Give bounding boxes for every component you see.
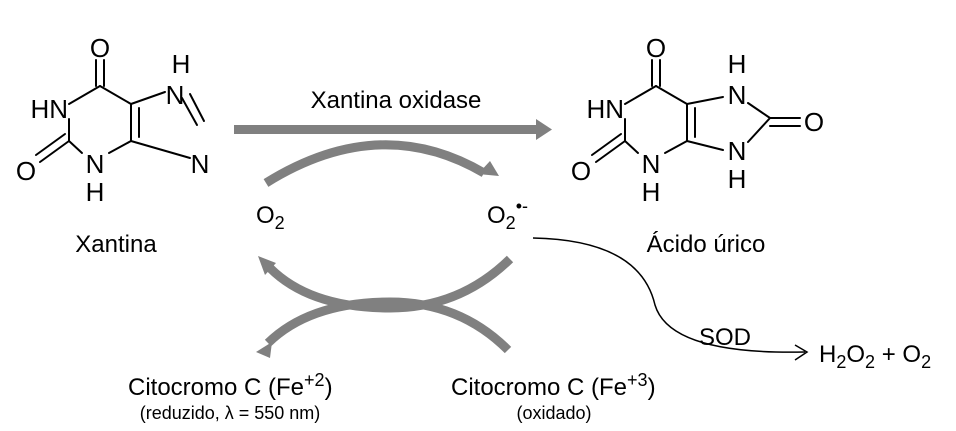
atom-label: N xyxy=(166,80,185,110)
uric-acid-structure: O HN O N H H N O N H xyxy=(571,33,824,207)
atom-label: N xyxy=(728,80,747,110)
atom-label: O xyxy=(804,107,824,137)
superoxide-formation-arc xyxy=(263,140,487,187)
bond xyxy=(686,96,724,105)
bond xyxy=(664,140,688,154)
bond xyxy=(39,140,70,163)
atom-label: O xyxy=(16,156,36,186)
bond xyxy=(655,85,688,105)
atom-label: H xyxy=(172,49,191,79)
xanthine-structure: O HN O N H H N N xyxy=(16,33,210,207)
xanthine-label: Xantina xyxy=(75,231,157,258)
cytochrome-oxidized-note: (oxidado) xyxy=(516,403,591,423)
atom-label: H xyxy=(728,49,747,79)
cytochrome-reduced-note: (reduzido, λ = 550 nm) xyxy=(140,403,321,423)
bond xyxy=(747,117,771,143)
atom-label: N xyxy=(86,149,105,179)
atom-label: N xyxy=(191,149,210,179)
atom-label: N xyxy=(728,136,747,166)
atom-label: HN xyxy=(30,94,68,124)
cytochrome-reduced-label: Citocromo C (Fe+2) xyxy=(128,370,333,401)
bond xyxy=(130,140,191,159)
cytochrome-reduction-arc xyxy=(266,255,514,313)
bond xyxy=(130,91,166,105)
sod-label: SOD xyxy=(699,324,751,351)
sod-branch-arrowhead xyxy=(794,344,809,361)
bond xyxy=(595,140,626,163)
bond xyxy=(99,85,132,105)
bond xyxy=(68,140,83,154)
bond xyxy=(591,133,622,156)
atom-label: O xyxy=(571,156,591,186)
cytochrome-return-tail xyxy=(256,342,272,358)
atom-label: N xyxy=(642,149,661,179)
uric-acid-label: Ácido úrico xyxy=(647,231,766,258)
atom-label: O xyxy=(90,33,110,63)
sod-branch-line xyxy=(532,237,806,353)
bond xyxy=(181,97,198,126)
bond xyxy=(68,85,101,105)
bond xyxy=(686,140,724,151)
enzyme-label: Xantina oxidase xyxy=(311,87,482,114)
atom-label: O xyxy=(646,33,666,63)
atom-label: H xyxy=(86,177,105,207)
cytochrome-return-arc xyxy=(264,297,512,354)
cytochrome-reduction-arrowhead xyxy=(258,256,276,275)
reaction-arrow-shaft xyxy=(234,125,536,134)
reaction-arrow xyxy=(234,119,552,140)
superoxide-label: O2•- xyxy=(487,196,528,233)
atom-label: H xyxy=(728,164,747,194)
bond xyxy=(189,93,205,122)
cytochrome-oxidized-label: Citocromo C (Fe+3) xyxy=(451,370,656,401)
atom-label: HN xyxy=(586,94,624,124)
bond xyxy=(624,85,657,105)
bond xyxy=(747,102,771,119)
bond xyxy=(624,140,639,154)
atom-label: H xyxy=(642,177,661,207)
bond xyxy=(108,140,132,154)
superoxide-formation-arrowhead xyxy=(478,161,499,176)
products-label: H2O2 + O2 xyxy=(819,341,931,372)
oxygen-label: O2 xyxy=(256,202,285,233)
bond xyxy=(35,133,66,156)
reaction-arrow-head xyxy=(536,119,552,140)
